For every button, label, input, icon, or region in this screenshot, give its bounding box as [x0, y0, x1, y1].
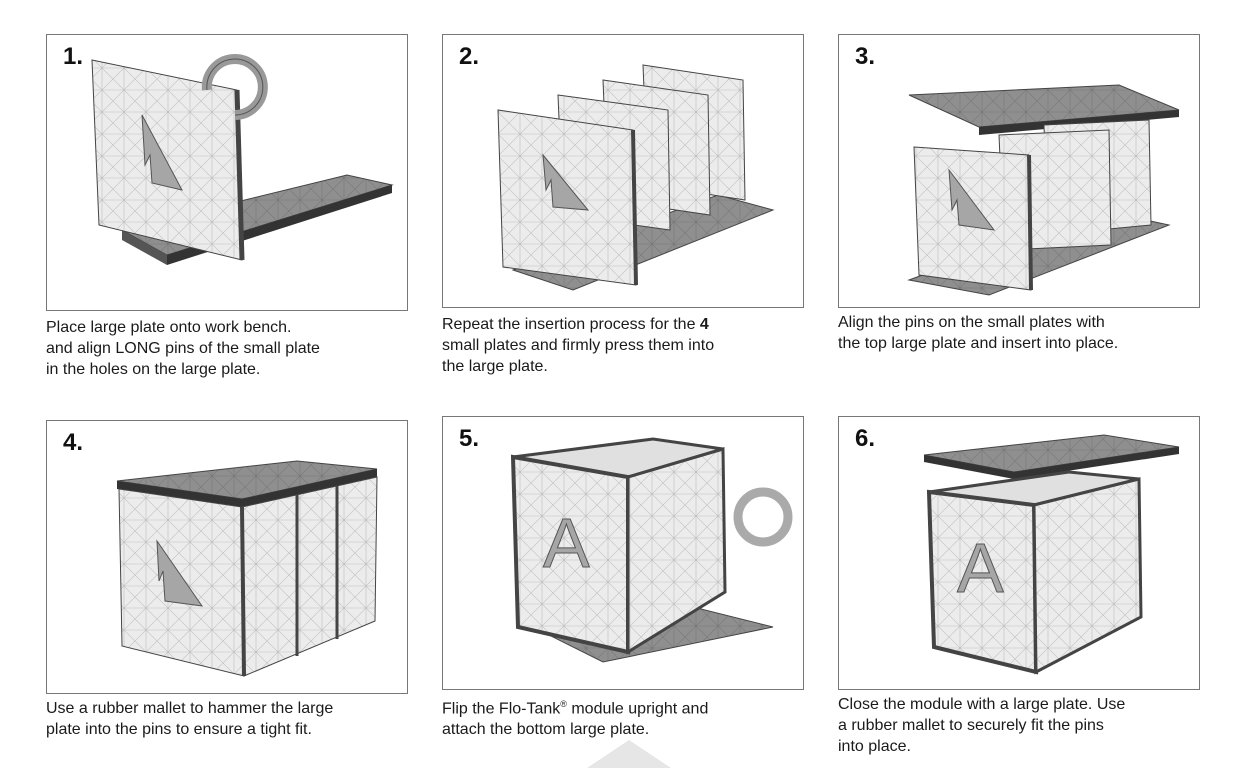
plate-letter: A [543, 504, 590, 582]
step-2-caption: Repeat the insertion process for the 4 s… [442, 314, 812, 377]
step-3-illustration [907, 84, 1180, 296]
step-1-caption: Place large plate onto work bench. and a… [46, 317, 416, 380]
caption-line: plate into the pins to ensure a tight fi… [46, 721, 312, 738]
step-1-image-frame: 1. [46, 34, 408, 311]
step-1-number: 1. [63, 43, 84, 70]
step-3-caption: Align the pins on the small plates with … [838, 312, 1218, 354]
caption-line: and align LONG pins of the small plate [46, 340, 320, 357]
caption-text: module upright and [566, 700, 709, 718]
step-5-illustration: A [510, 437, 793, 663]
caption-line: the large plate. [442, 358, 548, 375]
step-5-number: 5. [459, 425, 480, 452]
registered-mark: ® [560, 699, 567, 709]
caption-line: Repeat the insertion process for the 4 [442, 314, 812, 335]
step-5-image-frame: A 5. [442, 416, 804, 690]
step-6-image-frame: A 6. [838, 416, 1200, 690]
step-1-illustration [91, 54, 394, 265]
step-6-caption: Close the module with a large plate. Use… [838, 694, 1228, 757]
step-2-illustration [497, 64, 775, 291]
step-6-illustration: A [923, 434, 1180, 675]
caption-line: a rubber mallet to securely fit the pins [838, 717, 1104, 734]
caption-line: the top large plate and insert into plac… [838, 335, 1119, 352]
caption-line: Use a rubber mallet to hammer the large [46, 700, 334, 717]
step-5-caption: Flip the Flo-Tank® module upright and at… [442, 694, 812, 740]
rotate-arrow-icon [733, 487, 793, 547]
caption-line: Flip the Flo-Tank® module upright and [442, 694, 812, 719]
step-6-number: 6. [855, 425, 876, 452]
caption-line: small plates and firmly press them into [442, 337, 715, 354]
caption-line: Place large plate onto work bench. [46, 319, 292, 336]
caption-line: attach the bottom large plate. [442, 721, 650, 739]
step-2-image-frame: 2. [442, 34, 804, 308]
step-2-number: 2. [459, 43, 480, 70]
caption-bold-count: 4 [699, 316, 709, 333]
step-4-number: 4. [63, 429, 84, 456]
scroll-indicator [587, 740, 671, 768]
step-4-caption: Use a rubber mallet to hammer the large … [46, 698, 416, 740]
caption-line: Close the module with a large plate. Use [838, 696, 1126, 713]
caption-line: into place. [838, 738, 911, 755]
caption-line: Align the pins on the small plates with [838, 314, 1105, 331]
step-3-image-frame: 3. [838, 34, 1200, 308]
rotate-arrow-icon [201, 54, 268, 120]
caption-text: Repeat the insertion process for the [442, 316, 700, 333]
caption-text: Flip the Flo-Tank [442, 700, 561, 718]
caption-line: in the holes on the large plate. [46, 361, 261, 378]
step-4-image-frame: 4. [46, 420, 408, 694]
step-3-number: 3. [855, 43, 876, 70]
step-4-illustration [116, 460, 378, 677]
plate-letter: A [957, 529, 1004, 607]
